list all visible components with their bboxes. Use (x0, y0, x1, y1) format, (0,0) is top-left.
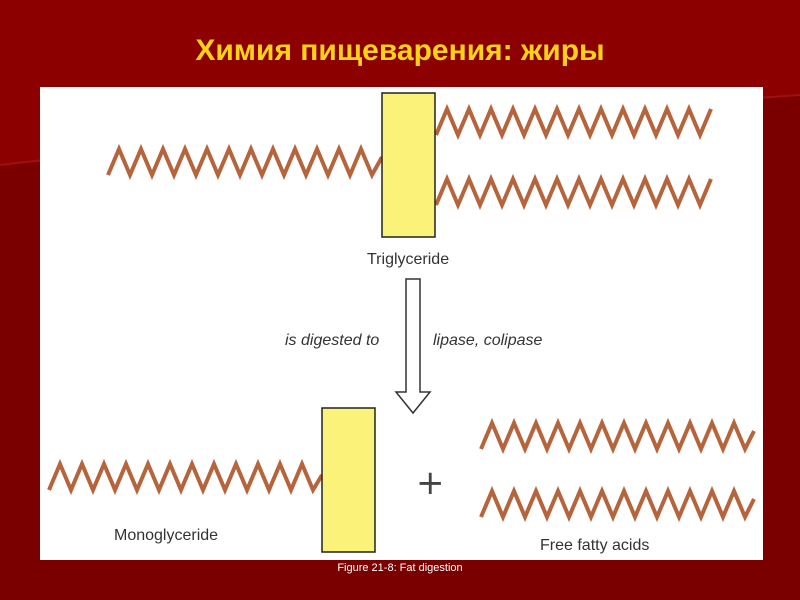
figure-caption: Figure 21-8: Fat digestion (337, 562, 463, 574)
figure-panel: Triglyceride is digested to lipase, coli… (40, 87, 763, 560)
triglyceride-bottom-right-chain (434, 173, 713, 211)
triglyceride-left-chain (106, 143, 384, 181)
plus-sign: + (416, 463, 445, 503)
monoglyceride-glycerol-block (321, 407, 376, 553)
digested-to-label: is digested to (285, 332, 380, 349)
fat-digestion-diagram (47, 92, 756, 553)
triglyceride-glycerol-block (381, 92, 436, 238)
monoglyceride-label: Monoglyceride (114, 527, 219, 544)
free-fatty-acids-label: Free fatty acids (540, 537, 650, 554)
triglyceride-label: Triglyceride (367, 251, 450, 268)
digestion-arrow (394, 278, 432, 415)
free-fatty-acid-chain-1 (479, 417, 756, 455)
triglyceride-top-right-chain (434, 103, 713, 141)
enzymes-label: lipase, colipase (433, 332, 543, 349)
monoglyceride-chain (47, 458, 324, 496)
slide-title: Химия пищеварения: жиры (195, 34, 605, 67)
free-fatty-acid-chain-2 (479, 485, 756, 523)
